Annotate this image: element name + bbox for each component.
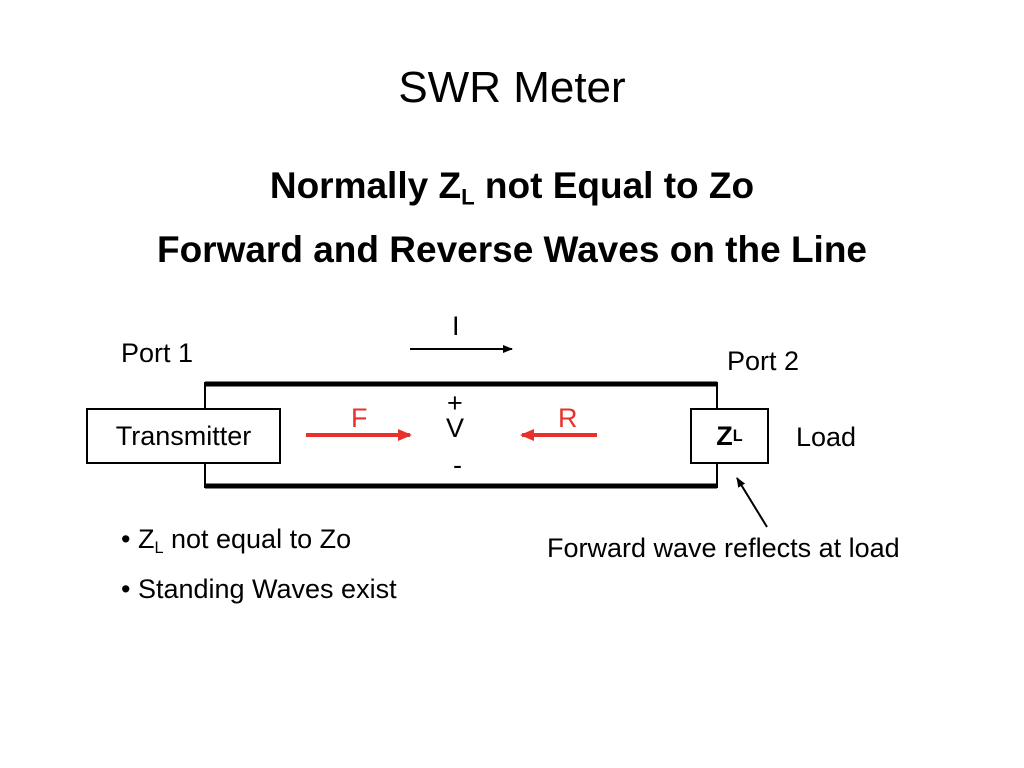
subtitle-1: Normally ZL not Equal to Zo: [0, 164, 1024, 208]
current-label: I: [452, 311, 460, 341]
bullet-1-sub: L: [154, 538, 164, 557]
subtitle-1-post: not Equal to Zo: [474, 165, 755, 206]
port1-label: Port 1: [121, 338, 194, 368]
port2-label: Port 2: [727, 346, 800, 376]
voltage-minus-label: -: [453, 450, 462, 480]
slide-title: SWR Meter: [398, 63, 626, 112]
forward-wave-label: F: [351, 403, 368, 433]
subtitle-1-pre: Normally Z: [269, 165, 462, 206]
reflection-note: Forward wave reflects at load: [547, 533, 900, 563]
load-impedance-main: Z: [716, 420, 733, 451]
transmitter-label: Transmitter: [115, 420, 252, 451]
bullet-1-text: not equal to Zo: [163, 524, 352, 554]
subtitle-2: Forward and Reverse Waves on the Line: [156, 229, 868, 270]
transmitter-box: Transmitter: [86, 408, 281, 464]
load-label: Load: [796, 422, 857, 452]
subtitle-1-sub: L: [461, 184, 475, 210]
bullet-item-zl: • ZL not equal to Zo: [121, 523, 352, 557]
bullet-1-prefix: • Z: [121, 524, 155, 554]
voltage-plus-label: +: [447, 388, 463, 418]
reflection-pointer-arrow: [736, 477, 768, 528]
bullet-2-prefix: • Standing Waves exist: [121, 574, 397, 604]
bullet-item-standing-waves: • Standing Waves exist: [121, 573, 397, 605]
voltage-label: V: [446, 413, 465, 443]
reverse-wave-label: R: [558, 403, 578, 433]
